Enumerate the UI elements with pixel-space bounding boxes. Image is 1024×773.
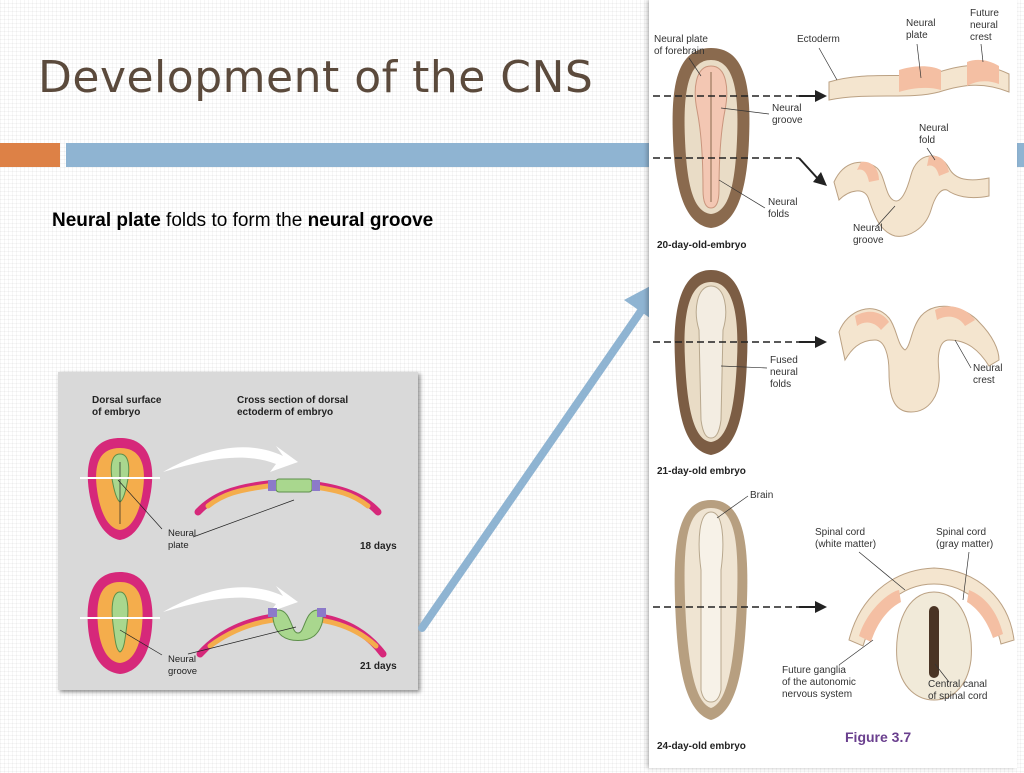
rf-canal-1: Central canal	[928, 679, 987, 690]
rf-sc-white-2: (white matter)	[815, 539, 876, 550]
rf-fold-1: Neural	[919, 123, 948, 134]
embryo-21-days	[80, 572, 160, 674]
leader-neural-groove-2	[187, 626, 297, 655]
rf-stage-20: 20-day-old-embryo	[657, 240, 746, 251]
rf-future-crest-3: crest	[970, 32, 992, 43]
label-neural-groove-1: Neural	[168, 654, 196, 665]
label-18-days: 18 days	[360, 541, 397, 552]
rf-crest-2: crest	[973, 375, 995, 386]
rf-fused-2: neural	[770, 367, 798, 378]
top-white-arrow	[163, 446, 298, 472]
rf-future-crest-2: neural	[970, 20, 998, 31]
rf-canal-2: of spinal cord	[928, 691, 987, 702]
label-neural-plate-1: Neural	[168, 528, 196, 539]
term-neural-plate: Neural plate	[52, 210, 161, 231]
accent-bar-orange	[0, 143, 60, 167]
rf-sc-white-1: Spinal cord	[815, 527, 865, 538]
section-fused-folds	[838, 305, 1000, 413]
right-leader-lines	[688, 43, 984, 683]
rf-groove-1: Neural	[772, 103, 801, 114]
rf-brain: Brain	[750, 490, 773, 501]
left-header-dorsal-2: of embryo	[92, 407, 140, 418]
section-spinal-cord	[848, 567, 1015, 701]
body-connector: folds to form the	[160, 210, 308, 231]
body-text: Neural plate folds to form the neural gr…	[52, 210, 492, 232]
label-neural-plate-2: plate	[168, 540, 189, 551]
rf-fold-2: fold	[919, 135, 935, 146]
embryo-21-day	[674, 270, 748, 455]
left-header-dorsal-1: Dorsal surface	[92, 395, 162, 406]
arrow-2	[798, 157, 820, 181]
cross-section-21-days	[196, 608, 387, 658]
slide-title: Development of the CNS	[38, 52, 594, 103]
section-neural-fold	[833, 155, 990, 237]
left-figure-panel: Dorsal surface of embryo Cross section o…	[58, 372, 418, 690]
right-figure-diagram: Neural plate of forebrain Ectoderm Neura…	[653, 8, 1015, 752]
rf-sc-gray-2: (gray matter)	[936, 539, 993, 550]
leader-neural-plate-2	[192, 499, 295, 538]
rf-np-forebrain-2: of forebrain	[654, 46, 705, 57]
rf-ectoderm: Ectoderm	[797, 34, 840, 45]
rf-fused-1: Fused	[770, 355, 798, 366]
embryo-20-day	[672, 48, 750, 228]
rf-fused-3: folds	[770, 379, 791, 390]
left-figure-diagram: Dorsal surface of embryo Cross section o…	[80, 395, 397, 677]
rf-np-forebrain-1: Neural plate	[654, 34, 708, 45]
rf-ganglia-1: Future ganglia	[782, 665, 846, 676]
embryo-24-day	[674, 500, 748, 720]
rf-groove-b-2: groove	[853, 235, 884, 246]
term-neural-groove: neural groove	[307, 210, 434, 231]
rf-groove-2: groove	[772, 115, 803, 126]
rf-folds-1: Neural	[768, 197, 797, 208]
rf-ganglia-2: of the autonomic	[782, 677, 856, 688]
leader-neural-groove	[119, 629, 163, 656]
bottom-white-arrow	[163, 586, 298, 612]
rf-folds-2: folds	[768, 209, 789, 220]
left-header-cross-1: Cross section of dorsal	[237, 395, 348, 406]
section-neural-plate	[828, 59, 1010, 101]
label-21-days: 21 days	[360, 661, 397, 672]
right-figure-panel: Neural plate of forebrain Ectoderm Neura…	[649, 0, 1017, 768]
rf-crest-1: Neural	[973, 363, 1002, 374]
rf-stage-24: 24-day-old embryo	[657, 741, 746, 752]
rf-neural-plate-2: plate	[906, 30, 928, 41]
figure-number-label: Figure 3.7	[845, 729, 911, 745]
rf-future-crest-1: Future	[970, 8, 999, 19]
left-header-cross-2: ectoderm of embryo	[237, 407, 333, 418]
leader-neural-plate	[117, 479, 163, 530]
rf-sc-gray-1: Spinal cord	[936, 527, 986, 538]
rf-neural-plate-1: Neural	[906, 18, 935, 29]
rf-groove-b-1: Neural	[853, 223, 882, 234]
embryo-18-days	[80, 438, 160, 540]
rf-stage-21: 21-day-old embryo	[657, 466, 746, 477]
rf-ganglia-3: nervous system	[782, 689, 852, 700]
label-neural-groove-2: groove	[168, 666, 197, 677]
cross-section-18-days	[194, 478, 382, 516]
